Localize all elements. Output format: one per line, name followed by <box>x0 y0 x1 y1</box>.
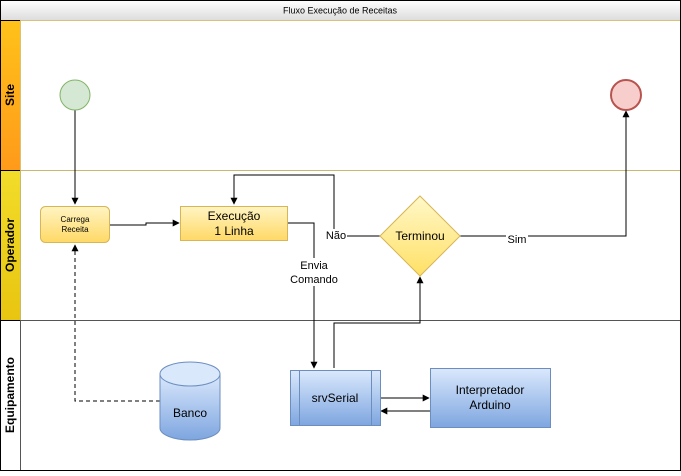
sim-label-bg <box>506 233 528 246</box>
nao-label-bg <box>325 229 347 242</box>
task-execucao <box>180 206 288 241</box>
lane-label-site: Site <box>3 84 17 106</box>
process-interpretador <box>430 368 551 428</box>
interpretador-line1: Interpretador <box>456 383 525 397</box>
lane-operador <box>20 170 681 321</box>
lane-label-operador: Operador <box>3 218 17 272</box>
task-carrega-receita <box>40 206 110 243</box>
envia-label-bg <box>290 258 340 286</box>
lane-label-equipamento: Equipamento <box>3 357 17 433</box>
lane-site <box>20 20 681 171</box>
edge-label-envia-1: Envia <box>300 260 328 272</box>
carrega-line2: Receita <box>61 225 89 234</box>
interpretador-line2: Arduino <box>469 398 511 412</box>
start-event <box>59 79 91 111</box>
execucao-line2: 1 Linha <box>214 224 254 238</box>
edge-label-envia-2: Comando <box>290 274 338 286</box>
end-event <box>610 79 642 111</box>
edge-srvserial-to-terminou <box>333 276 424 368</box>
database-banco <box>159 361 221 441</box>
edge-label-sim: Sim <box>508 234 527 246</box>
edge-carrega-to-execucao <box>110 219 180 227</box>
process-srvserial <box>290 370 381 426</box>
srvserial-label: srvSerial <box>312 391 359 405</box>
execucao-line1: Execução <box>208 209 261 223</box>
edge-execucao-to-srvserial <box>288 222 318 369</box>
edge-label-nao: Não <box>326 230 346 242</box>
carrega-line1: Carrega <box>61 215 90 224</box>
gateway-terminou <box>379 195 461 277</box>
banco-label: Banco <box>173 406 207 420</box>
edge-terminou-nao <box>230 174 380 237</box>
diagram-title: Fluxo Execução de Receitas <box>283 6 398 16</box>
terminou-label: Terminou <box>395 229 444 243</box>
edge-banco-to-carrega <box>71 244 160 402</box>
